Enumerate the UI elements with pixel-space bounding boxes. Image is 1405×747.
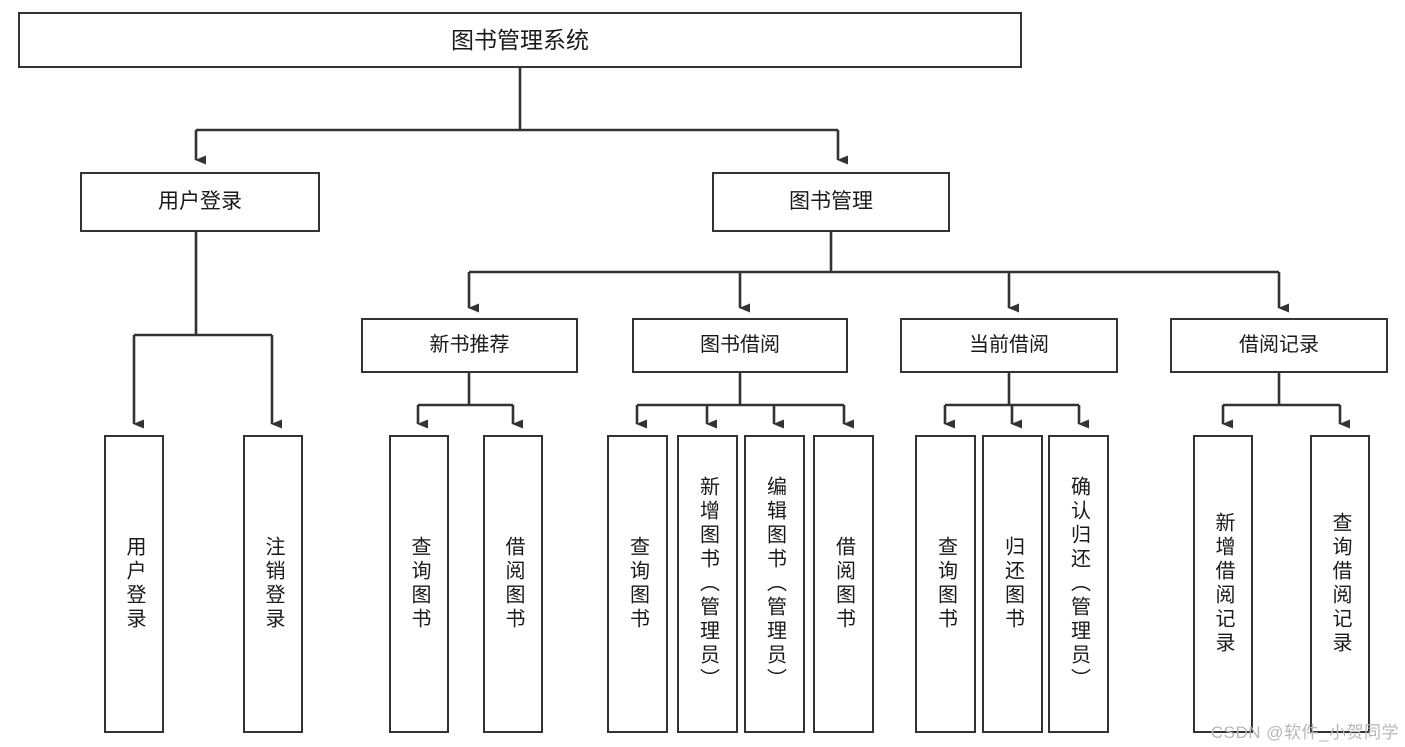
leaf-user-login-signout-label: 注销登录: [262, 536, 284, 632]
leaf-current-borrow-return[interactable]: 归还图书: [982, 435, 1043, 733]
leaf-current-borrow-return-label: 归还图书: [1001, 536, 1024, 632]
leaf-borrow-record-query-label: 查询借阅记录: [1329, 512, 1351, 656]
node-book-manage[interactable]: 图书管理: [712, 172, 950, 232]
leaf-book-borrow-borrow[interactable]: 借阅图书: [813, 435, 874, 733]
node-user-login-label: 用户登录: [158, 189, 242, 213]
leaf-book-borrow-add-label: 新增图书（管理员）: [696, 476, 719, 692]
node-book-borrow[interactable]: 图书借阅: [632, 318, 848, 373]
leaf-book-borrow-query-label: 查询图书: [626, 536, 649, 632]
node-book-manage-label: 图书管理: [789, 189, 873, 213]
node-user-login[interactable]: 用户登录: [80, 172, 320, 232]
leaf-book-borrow-borrow-label: 借阅图书: [832, 536, 855, 632]
leaf-new-book-query-label: 查询图书: [408, 536, 430, 632]
node-current-borrow-label: 当前借阅: [969, 334, 1049, 356]
leaf-borrow-record-add[interactable]: 新增借阅记录: [1193, 435, 1253, 733]
node-new-book-recommend-label: 新书推荐: [429, 334, 510, 356]
leaf-current-borrow-confirm-label: 确认归还（管理员）: [1067, 476, 1090, 692]
leaf-book-borrow-edit-label: 编辑图书（管理员）: [763, 476, 786, 692]
leaf-book-borrow-query[interactable]: 查询图书: [607, 435, 668, 733]
leaf-current-borrow-confirm[interactable]: 确认归还（管理员）: [1048, 435, 1109, 733]
leaf-new-book-borrow-label: 借阅图书: [502, 536, 524, 632]
leaf-book-borrow-add[interactable]: 新增图书（管理员）: [677, 435, 738, 733]
node-root-system-label: 图书管理系统: [451, 26, 589, 53]
leaf-borrow-record-query[interactable]: 查询借阅记录: [1310, 435, 1370, 733]
leaf-new-book-borrow[interactable]: 借阅图书: [483, 435, 543, 733]
leaf-current-borrow-query[interactable]: 查询图书: [915, 435, 976, 733]
node-borrow-record-label: 借阅记录: [1239, 334, 1319, 356]
node-new-book-recommend[interactable]: 新书推荐: [361, 318, 578, 373]
leaf-user-login-signout[interactable]: 注销登录: [243, 435, 303, 733]
node-root-system[interactable]: 图书管理系统: [18, 12, 1022, 68]
leaf-user-login-signin-label: 用户登录: [123, 536, 145, 632]
node-borrow-record[interactable]: 借阅记录: [1170, 318, 1388, 373]
leaf-current-borrow-query-label: 查询图书: [934, 536, 957, 632]
leaf-borrow-record-add-label: 新增借阅记录: [1212, 512, 1234, 656]
leaf-new-book-query[interactable]: 查询图书: [389, 435, 449, 733]
node-book-borrow-label: 图书借阅: [700, 334, 780, 356]
leaf-user-login-signin[interactable]: 用户登录: [104, 435, 164, 733]
node-current-borrow[interactable]: 当前借阅: [900, 318, 1118, 373]
leaf-book-borrow-edit[interactable]: 编辑图书（管理员）: [744, 435, 805, 733]
